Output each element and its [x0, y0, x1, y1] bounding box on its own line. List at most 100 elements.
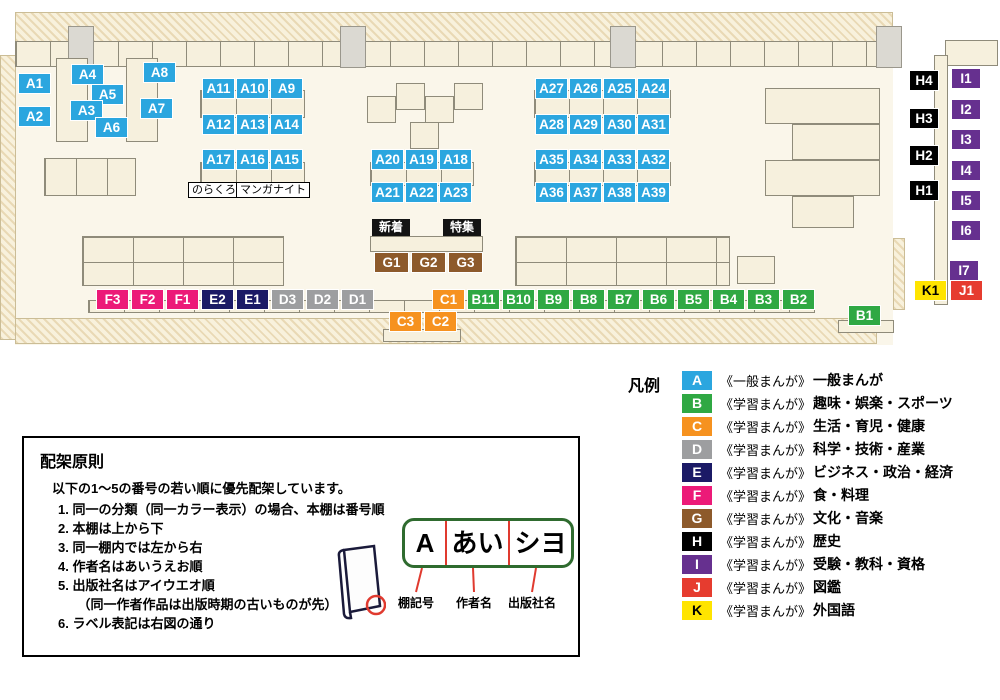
shelf-label-E2: E2	[201, 289, 234, 310]
shelf-label-A16: A16	[236, 149, 269, 170]
right-bottom-wall	[893, 238, 905, 310]
shelf-label-I5: I5	[951, 190, 981, 211]
legend-type: 《学習まんが》	[720, 465, 812, 481]
label-shelf-code: A	[415, 528, 435, 558]
feature-shelf	[370, 236, 483, 252]
shelf-label-A33: A33	[603, 149, 636, 170]
shelf-label-B1: B1	[848, 305, 881, 326]
shelf-label-I6: I6	[951, 220, 981, 241]
shelf-block	[454, 83, 483, 110]
shelf-label-K1: K1	[914, 280, 947, 301]
legend-type: 《学習まんが》	[720, 419, 812, 435]
shelf-label-F2: F2	[131, 289, 164, 310]
shelf-label-A1: A1	[18, 73, 51, 94]
legend-item-C: C 《学習まんが》生活・育児・健康	[682, 416, 953, 436]
shelf-label-B10: B10	[502, 289, 535, 310]
shelf-label-F3: F3	[96, 289, 129, 310]
shelf-block	[367, 96, 396, 123]
shelf-label-C3: C3	[389, 311, 422, 332]
shelf-label-A32: A32	[637, 149, 670, 170]
legend-category: ビジネス・政治・経済	[813, 464, 954, 480]
shelf-label-A27: A27	[535, 78, 568, 99]
shelf-block	[765, 160, 880, 196]
shelf-label-B5: B5	[677, 289, 710, 310]
shelf-label-A38: A38	[603, 182, 636, 203]
legend-color-box-D: D	[682, 439, 712, 459]
legend-item-E: E《学習まんが》ビジネス・政治・経済	[682, 462, 953, 482]
map-label-特集: 特集	[443, 219, 481, 236]
legend-category: 歴史	[813, 533, 842, 549]
shelf-label-A29: A29	[569, 114, 602, 135]
shelf-label-H3: H3	[909, 108, 939, 129]
shelf-label-C2: C2	[424, 311, 457, 332]
legend-item-J: J《学習まんが》図鑑	[682, 577, 953, 597]
top-wall	[15, 12, 893, 42]
pillar	[340, 26, 366, 68]
shelf-label-A15: A15	[270, 149, 303, 170]
legend-color-box-F: F	[682, 485, 712, 505]
shelf-label-A23: A23	[439, 182, 472, 203]
shelf-label-F1: F1	[166, 289, 199, 310]
shelf-label-D2: D2	[306, 289, 339, 310]
legend-color-box-I: I	[682, 554, 712, 574]
shelf-label-A25: A25	[603, 78, 636, 99]
shelf-label-H1: H1	[909, 180, 939, 201]
shelf-label-G1: G1	[374, 252, 409, 273]
shelf-label-D1: D1	[341, 289, 374, 310]
legend-type: 《一般まんが》	[720, 373, 812, 389]
principles-title: 配架原則	[40, 454, 105, 471]
shelf-label-A21: A21	[371, 182, 404, 203]
map-label-マンガナイト: マンガナイト	[236, 182, 310, 198]
legend-category: 受験・教科・資格	[813, 556, 926, 572]
shelf-label-H4: H4	[909, 70, 939, 91]
shelf-label-A31: A31	[637, 114, 670, 135]
principles-intro: 以下の1～5の番号の若い順に優先配架しています。	[52, 481, 351, 496]
legend-type: 《学習まんが》	[720, 557, 812, 573]
leader-lines	[415, 568, 537, 593]
legend-category: 外国語	[813, 602, 856, 618]
legend-color-box-J: J	[682, 577, 712, 597]
shelf-label-A6: A6	[95, 117, 128, 138]
legend-item-H: H《学習まんが》歴史	[682, 531, 953, 551]
shelf-label-B8: B8	[572, 289, 605, 310]
shelf-block	[792, 196, 854, 228]
shelf-block	[792, 124, 880, 160]
shelf-block	[383, 329, 461, 342]
shelf-block	[425, 96, 454, 123]
shelf-label-A30: A30	[603, 114, 636, 135]
legend-color-box-G: G	[682, 508, 712, 528]
shelf-label-A14: A14	[270, 114, 303, 135]
shelf-block	[410, 122, 439, 149]
center-right-shelf	[515, 236, 730, 286]
legend-category: 趣味・娯楽・スポーツ	[813, 395, 953, 411]
shelf-label-A11: A11	[202, 78, 235, 99]
legend-color-box-A: A	[682, 370, 712, 390]
shelf-label-A26: A26	[569, 78, 602, 99]
shelf-label-I4: I4	[951, 160, 981, 181]
legend-type: 《学習まんが》	[720, 396, 812, 412]
shelf-label-H2: H2	[909, 145, 939, 166]
shelf-label-B9: B9	[537, 289, 570, 310]
left-wall	[0, 55, 16, 340]
legend-category: 一般まんが	[813, 372, 884, 388]
shelf-label-I1: I1	[951, 68, 981, 89]
legend-color-box-C: C	[682, 416, 712, 436]
legend-item-B: B《学習まんが》趣味・娯楽・スポーツ	[682, 393, 953, 413]
shelf-block	[945, 40, 998, 66]
principles-rule: 3. 同一棚内では左から右	[58, 540, 203, 555]
shelf-block	[44, 158, 136, 196]
shelf-label-A20: A20	[371, 149, 404, 170]
principles-rule: 1. 同一の分類（同一カラー表示）の場合、本棚は番号順	[58, 502, 385, 517]
shelf-label-J1: J1	[950, 280, 983, 301]
principles-rule: 4. 作者名はあいうえお順	[58, 559, 203, 574]
legend-category: 生活・育児・健康	[813, 418, 926, 434]
shelf-label-B11: B11	[467, 289, 500, 310]
annotation-publisher: 出版社名	[508, 596, 557, 610]
legend-category: 図鑑	[813, 579, 842, 595]
legend-item-F: F《学習まんが》食・料理	[682, 485, 953, 505]
